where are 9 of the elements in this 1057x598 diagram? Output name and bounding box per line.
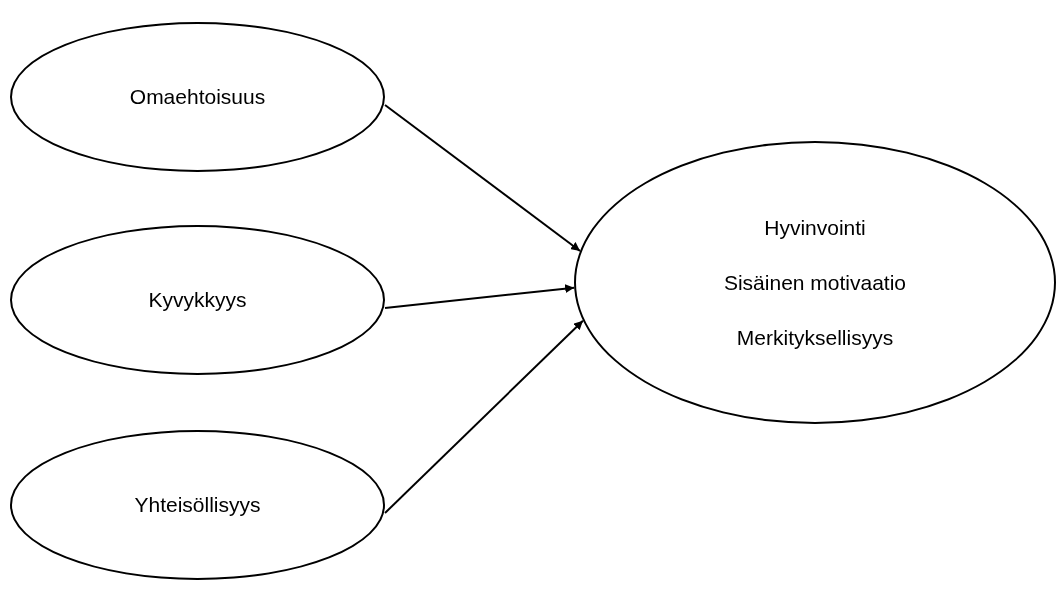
arrow	[384, 284, 576, 309]
arrow	[384, 104, 582, 252]
node-label: Sisäinen motivaatio	[723, 270, 907, 296]
node-label: Hyvinvointi	[764, 215, 866, 241]
node-label: Merkityksellisyys	[736, 325, 894, 351]
node-label: Omaehtoisuus	[129, 84, 266, 110]
arrow	[384, 319, 584, 514]
node-label: Kyvykkyys	[148, 287, 247, 313]
node-label: Yhteisöllisyys	[134, 492, 261, 518]
